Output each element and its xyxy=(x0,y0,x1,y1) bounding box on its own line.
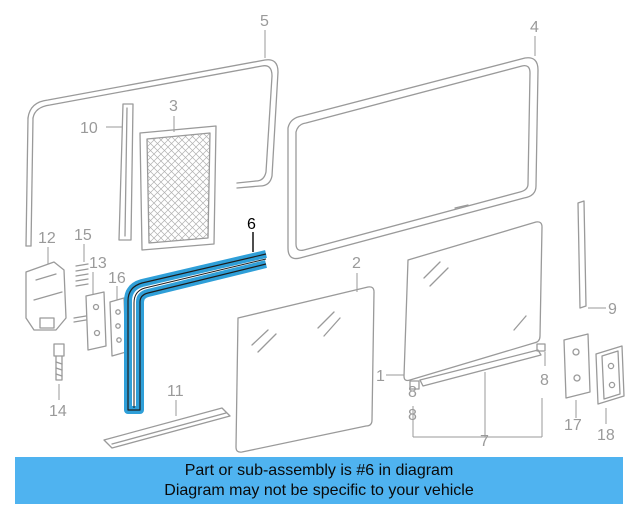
callout-3: 3 xyxy=(169,98,178,115)
callout-8a: 8 xyxy=(408,407,417,424)
exploded-parts-diagram: 1 2 3 4 5 6 7 8 8 8 9 10 11 12 13 14 15 … xyxy=(25,13,625,453)
leader-7 xyxy=(412,372,543,438)
callout-9: 9 xyxy=(608,301,617,318)
part-17-plate xyxy=(563,333,591,399)
part-1-door-glass xyxy=(403,221,543,382)
part-7-channel xyxy=(419,349,542,387)
callout-2: 2 xyxy=(352,255,361,272)
callout-18: 18 xyxy=(597,427,615,444)
callout-4: 4 xyxy=(530,19,539,36)
part-5-seal xyxy=(25,59,279,247)
part-6-seal-highlighted xyxy=(124,250,267,414)
info-banner: Part or sub-assembly is #6 in diagram Di… xyxy=(15,457,623,504)
callout-6: 6 xyxy=(247,216,256,233)
part-9-strip xyxy=(577,200,587,309)
part-8-clips xyxy=(409,343,546,390)
part-13-hinge xyxy=(73,291,107,351)
banner-line-1: Part or sub-assembly is #6 in diagram xyxy=(184,461,454,479)
callout-16: 16 xyxy=(108,270,126,287)
callout-8c: 8 xyxy=(540,372,549,389)
part-16-hinge-plate xyxy=(109,297,127,357)
callout-15: 15 xyxy=(74,227,92,244)
callout-1: 1 xyxy=(376,368,385,385)
callout-5: 5 xyxy=(260,13,269,30)
part-3-mesh-window xyxy=(139,125,217,251)
part-12-latch xyxy=(25,261,67,331)
callout-11: 11 xyxy=(167,383,184,400)
part-10-strip xyxy=(118,103,134,241)
part-14-bolt xyxy=(53,343,65,381)
banner-line-2: Diagram may not be specific to your vehi… xyxy=(164,481,474,499)
callout-8b: 8 xyxy=(408,384,417,401)
callout-13: 13 xyxy=(89,255,107,272)
part-15-spring xyxy=(75,263,89,287)
part-2-sliding-glass xyxy=(235,286,375,453)
callout-7: 7 xyxy=(480,433,489,450)
callout-14: 14 xyxy=(49,403,67,420)
part-18-bracket xyxy=(595,345,625,405)
callout-12: 12 xyxy=(38,230,56,247)
callout-17: 17 xyxy=(564,417,582,434)
part-11-channel xyxy=(103,407,231,449)
part-4-large-glass xyxy=(287,57,539,260)
callout-10: 10 xyxy=(80,120,98,137)
